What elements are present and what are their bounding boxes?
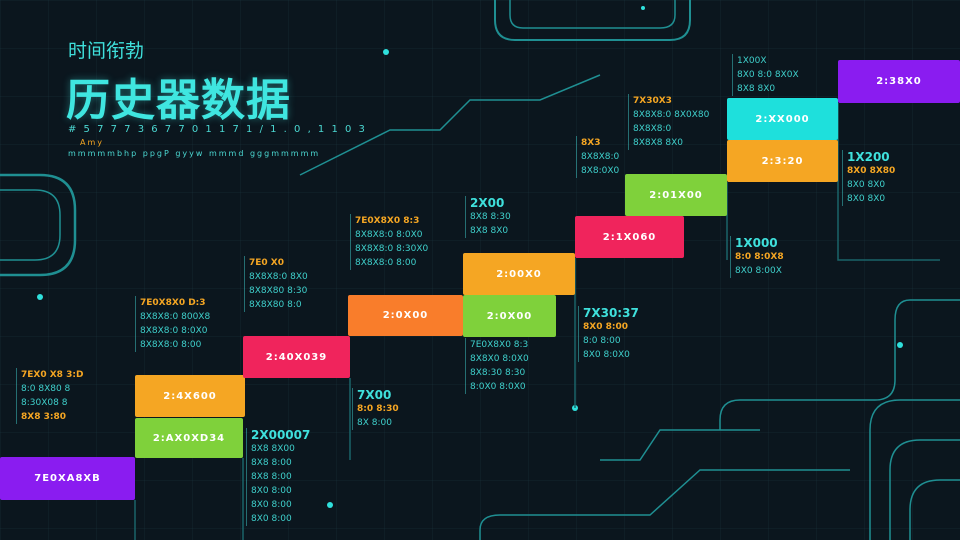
annotation-heading: 7E0 X0 bbox=[249, 258, 285, 268]
block-label: 2:00X0 bbox=[496, 268, 542, 280]
annotation-heading: 7E0X8X0 8:3 bbox=[470, 340, 529, 350]
annotation-group: 1X200 8X0 8X80 8X0 8X0 8X0 8X0 bbox=[842, 150, 895, 206]
annotation-heading: 1X000 bbox=[735, 236, 778, 250]
annotation-row: 8X0 8X80 bbox=[847, 166, 896, 176]
block-label: 2:XX000 bbox=[755, 113, 810, 125]
block-label: 2:01X00 bbox=[649, 189, 703, 201]
description-line: # 5 7 7 7 3 6 7 7 0 1 1 7 1 / 1 . 0 , 1 … bbox=[68, 124, 367, 135]
annotation-row: 8X8X8:0 8:0X0 bbox=[355, 230, 423, 240]
annotation-row: 8X0 8:00 bbox=[251, 514, 292, 524]
annotation-heading: 1X00X bbox=[737, 56, 767, 66]
annotation-row: 8:0 8:00 bbox=[583, 336, 621, 346]
annotation-row: 8X8X8:0 8X0 bbox=[249, 272, 308, 282]
annotation-row: 8X8X8:0 8:0X0 bbox=[140, 326, 208, 336]
annotation-row: 8X8X8:0 800X8 bbox=[140, 312, 211, 322]
block-label: 2:0X00 bbox=[382, 310, 429, 321]
timeline-block[interactable]: 2:AX0XD34 bbox=[135, 418, 243, 458]
annotation-group: 8X3 8X8X8:0 8X8:0X0 bbox=[576, 136, 619, 178]
timeline-block[interactable]: 7E0XA8XB bbox=[0, 457, 135, 500]
timeline-block[interactable]: 2:4X600 bbox=[135, 375, 245, 417]
annotation-group: 7X30X3 8X8X8:0 8X0X80 8X8X8:0 8X8X8 8X0 bbox=[628, 94, 709, 150]
annotation-row: 8X8X8:0 8:00 bbox=[355, 258, 417, 268]
annotation-row: 8X0 8:00 bbox=[251, 486, 292, 496]
block-label: 2:0X00 bbox=[486, 310, 533, 322]
block-label: 2:3:20 bbox=[761, 155, 804, 167]
annotation-group: 7X30:37 8X0 8:00 8:0 8:00 8X0 8:0X0 bbox=[578, 306, 639, 362]
annotation-row: 8X8X8:0 8X0X80 bbox=[633, 110, 710, 120]
annotation-row: 8X8X0 8:0X0 bbox=[470, 354, 529, 364]
annotation-row: 8X8X8:0 8:30X0 bbox=[355, 244, 429, 254]
annotation-row: 8X0 8:00 bbox=[251, 500, 292, 510]
timeline-block[interactable]: 2:00X0 bbox=[463, 253, 575, 295]
annotation-row: 8X8:0X0 bbox=[581, 166, 620, 176]
timeline-block[interactable]: 2:XX000 bbox=[727, 98, 838, 140]
annotation-group: 2X00 8X8 8:30 8X8 8X0 bbox=[465, 196, 511, 238]
annotation-row: 8X0 8:0 8X0X bbox=[737, 70, 799, 80]
annotation-row: 8:0 8:30 bbox=[357, 404, 399, 414]
block-label: 2:1X060 bbox=[602, 231, 657, 243]
annotation-row: 8X 8:00 bbox=[357, 418, 392, 428]
annotation-row: 8X0 8:00 bbox=[583, 322, 628, 332]
block-label: 2:AX0XD34 bbox=[152, 432, 226, 444]
annotation-heading: 7EX0 X8 3:D bbox=[21, 370, 84, 380]
annotation-row: 8X8 8:00 bbox=[251, 472, 292, 482]
timeline-block[interactable]: 2:3:20 bbox=[727, 140, 838, 182]
timeline-block[interactable]: 2:1X060 bbox=[575, 216, 684, 258]
annotation-group: 1X00X 8X0 8:0 8X0X 8X8 8X0 bbox=[732, 54, 799, 96]
block-label: 7E0XA8XB bbox=[34, 473, 101, 484]
annotation-row: 8X8 8:30 bbox=[470, 212, 511, 222]
annotation-group: 7E0X8X0 D:3 8X8X8:0 800X8 8X8X8:0 8:0X0 … bbox=[135, 296, 210, 352]
timeline-block[interactable]: 2:0X00 bbox=[463, 295, 556, 337]
annotation-row: 8X8X8 8X0 bbox=[633, 138, 683, 148]
annotation-row: 8X8 3:80 bbox=[21, 412, 66, 422]
annotation-row: 8X8:30 8:30 bbox=[470, 368, 526, 378]
description-label: Amy bbox=[80, 138, 104, 147]
annotation-heading: 8X3 bbox=[581, 138, 601, 148]
annotation-row: 8X8 8X0 bbox=[737, 84, 776, 94]
subtitle: 时间衔勃 bbox=[68, 40, 145, 62]
annotation-row: 8X8X8:0 8:00 bbox=[140, 340, 202, 350]
annotation-heading: 7E0X8X0 8:3 bbox=[355, 216, 420, 226]
annotation-group: 7EX0 X8 3:D 8:0 8X80 8 8:30X08 8 8X8 3:8… bbox=[16, 368, 83, 424]
annotation-group: 2X00007 8X8 8X00 8X8 8:00 8X8 8:00 8X0 8… bbox=[246, 428, 310, 526]
annotation-group: 1X000 8:0 8:0X8 8X0 8:00X bbox=[730, 236, 784, 278]
timeline-block[interactable]: 2:40X039 bbox=[243, 336, 350, 378]
annotation-row: 8X8 8X0 bbox=[470, 226, 509, 236]
annotation-row: 8X0 8X0 bbox=[847, 180, 886, 190]
annotation-group: 7E0X8X0 8:3 8X8X8:0 8:0X0 8X8X8:0 8:30X0… bbox=[350, 214, 428, 270]
annotation-row: 8:0X0 8:0X0 bbox=[470, 382, 526, 392]
annotation-heading: 7X30X3 bbox=[633, 96, 672, 106]
annotation-heading: 7X00 bbox=[357, 388, 392, 402]
annotation-row: 8X0 8:00X bbox=[735, 266, 782, 276]
annotation-row: 8X8 8:00 bbox=[251, 458, 292, 468]
annotation-row: 8X8 8X00 bbox=[251, 444, 295, 454]
annotation-heading: 1X200 bbox=[847, 150, 890, 164]
timeline-block[interactable]: 2:38X0 bbox=[838, 60, 960, 103]
annotation-heading: 2X00 bbox=[470, 196, 505, 210]
annotation-group: 7X00 8:0 8:30 8X 8:00 bbox=[352, 388, 399, 430]
annotation-row: 8X0 8X0 bbox=[847, 194, 886, 204]
annotation-heading: 7X30:37 bbox=[583, 306, 639, 320]
block-label: 2:38X0 bbox=[876, 76, 922, 87]
timeline-block[interactable]: 2:0X00 bbox=[348, 295, 463, 336]
annotation-row: 8:0 8:0X8 bbox=[735, 252, 784, 262]
annotation-row: 8X8X80 8:0 bbox=[249, 300, 302, 310]
annotation-group: 7E0 X0 8X8X8:0 8X0 8X8X80 8:30 8X8X80 8:… bbox=[244, 256, 308, 312]
annotation-row: 8X8X80 8:30 bbox=[249, 286, 308, 296]
annotation-row: 8X8X8:0 bbox=[581, 152, 620, 162]
page-title: 历史器数据 bbox=[66, 75, 291, 126]
annotation-row: 8:0 8X80 8 bbox=[21, 384, 71, 394]
annotation-heading: 2X00007 bbox=[251, 428, 311, 442]
annotation-row: 8:30X08 8 bbox=[21, 398, 68, 408]
annotation-row: 8X0 8:0X0 bbox=[583, 350, 630, 360]
block-label: 2:40X039 bbox=[265, 351, 328, 363]
annotation-heading: 7E0X8X0 D:3 bbox=[140, 298, 206, 308]
annotation-group: 7E0X8X0 8:3 8X8X0 8:0X0 8X8:30 8:30 8:0X… bbox=[465, 338, 529, 394]
timeline-block[interactable]: 2:01X00 bbox=[625, 174, 727, 216]
block-label: 2:4X600 bbox=[163, 390, 217, 402]
annotation-row: 8X8X8:0 bbox=[633, 124, 672, 134]
description-line: mmmmmbhp ppgP gyyw mmmd gggmmmmm bbox=[68, 149, 321, 158]
